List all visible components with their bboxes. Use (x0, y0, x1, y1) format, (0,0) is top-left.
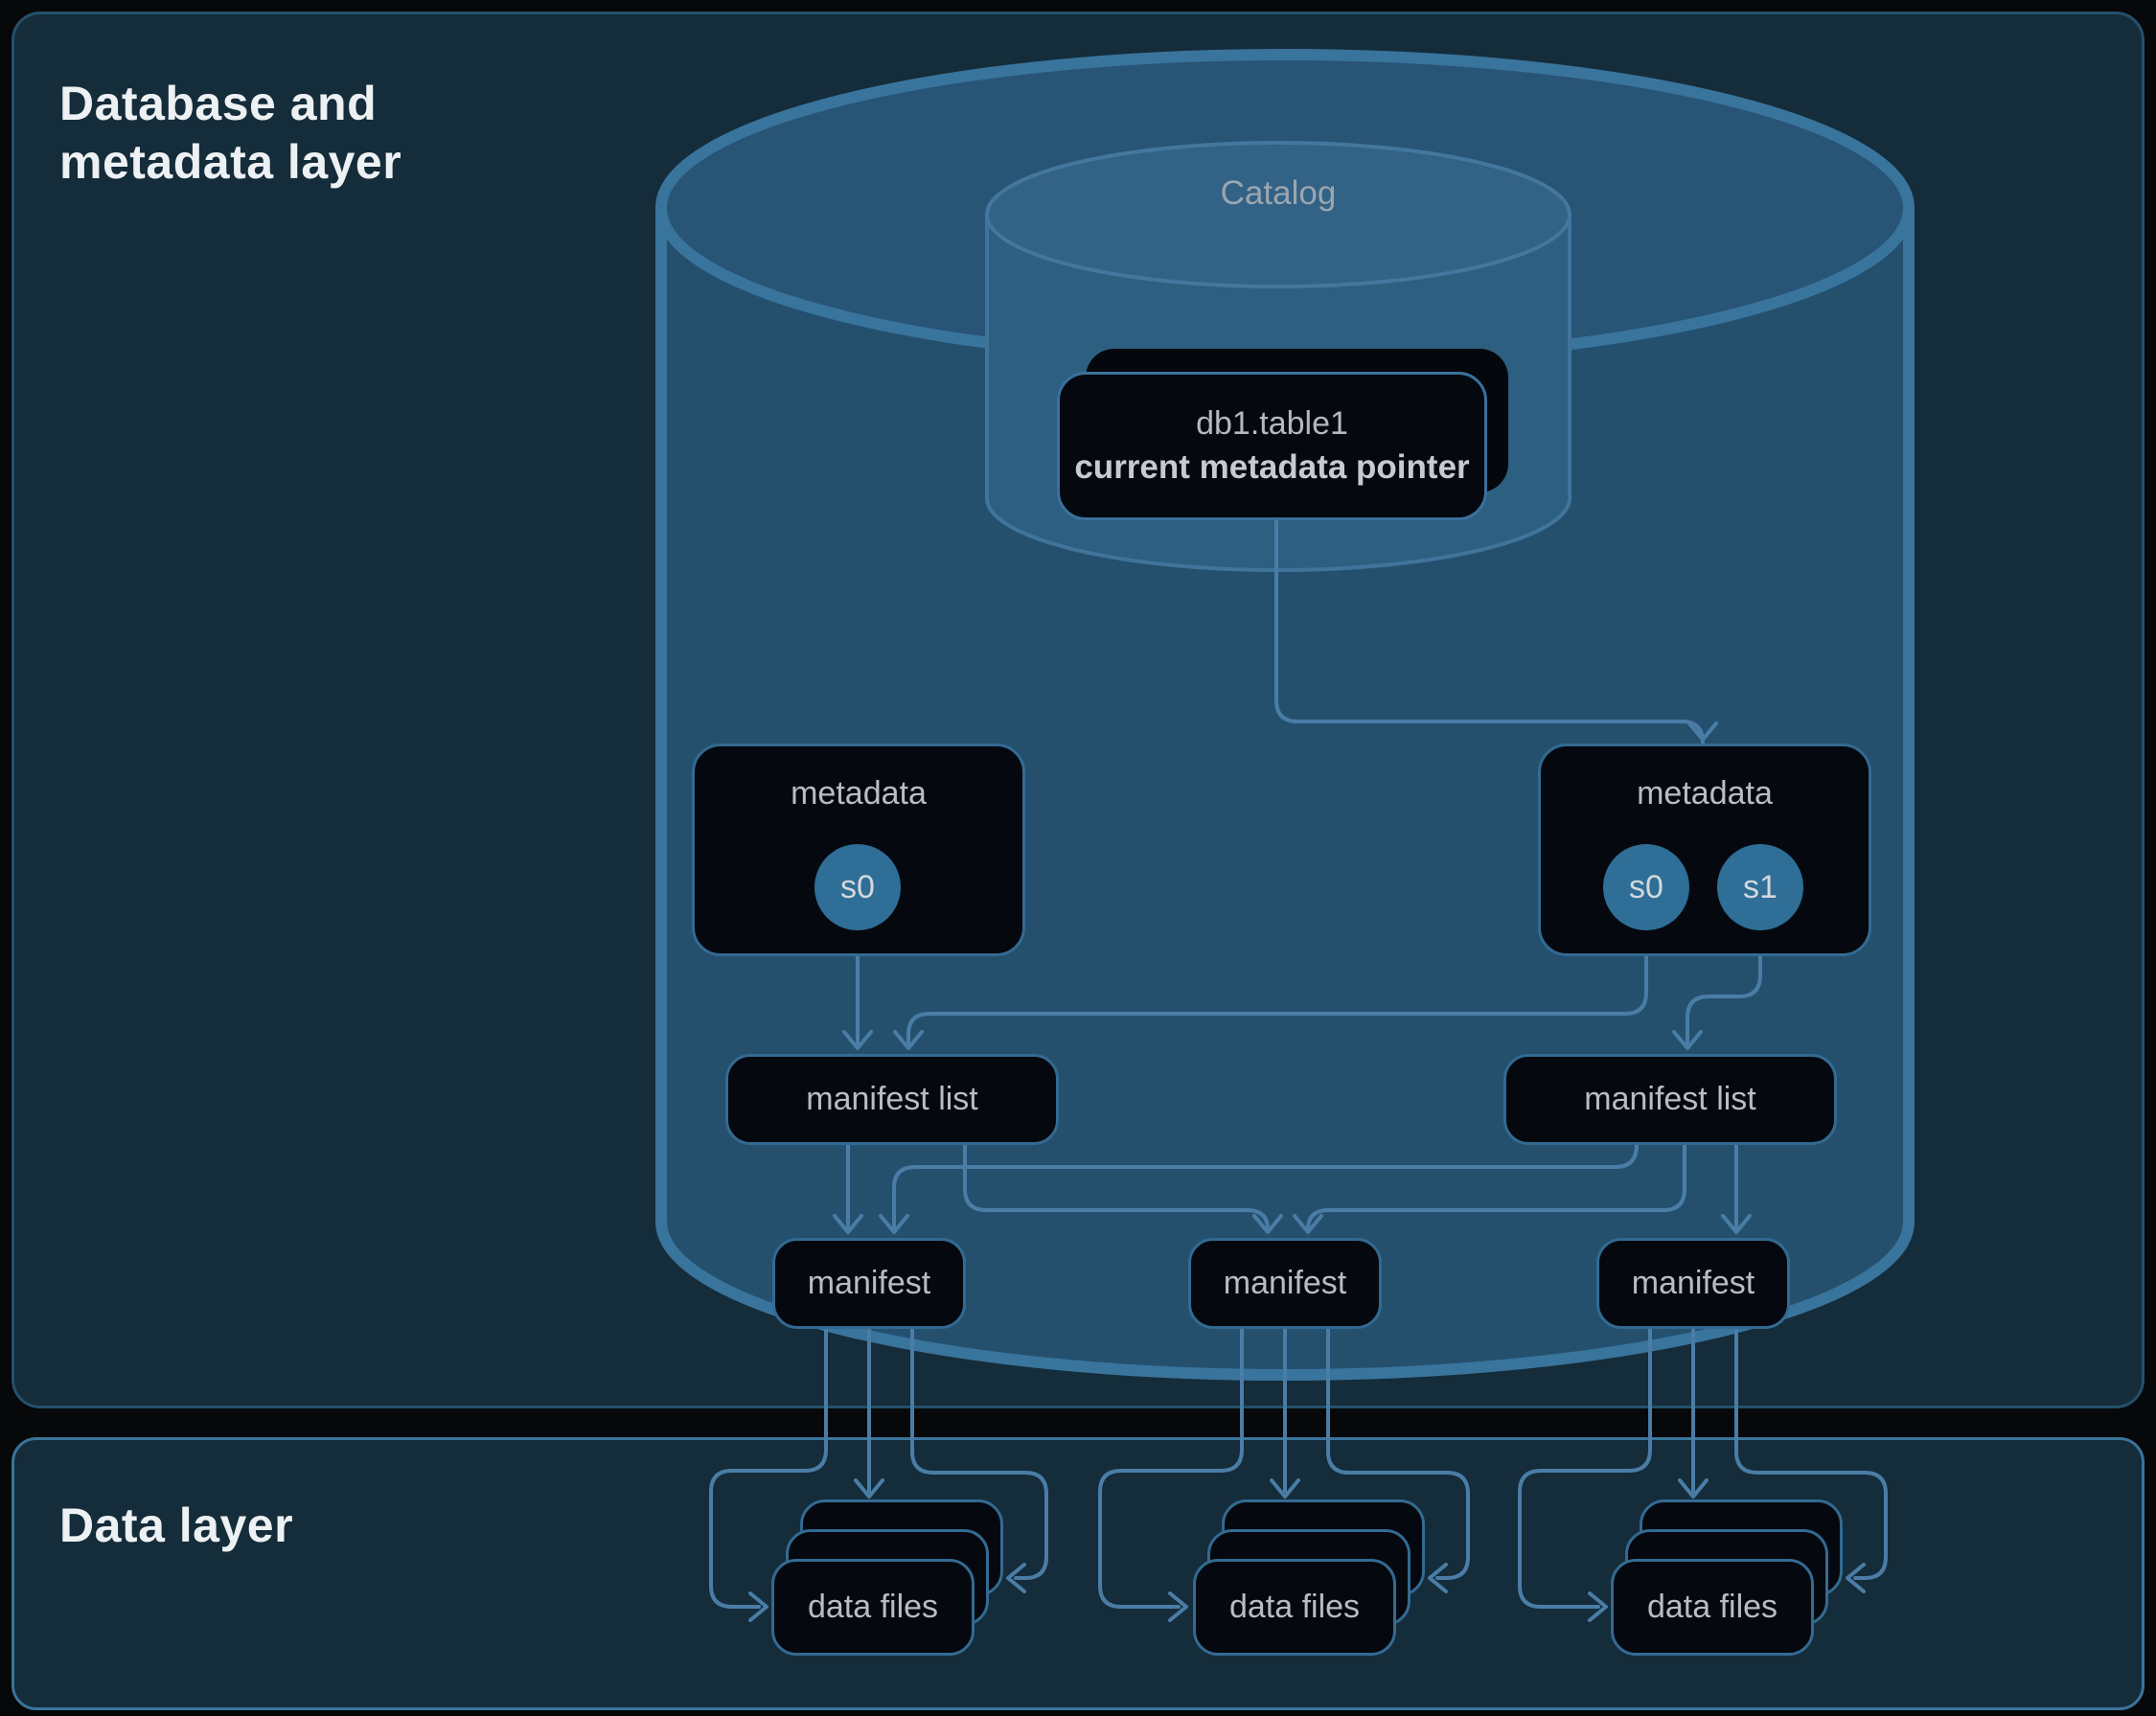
manifest-2-label: manifest (1223, 1265, 1347, 1301)
manifest-3-label: manifest (1631, 1265, 1755, 1301)
snapshot-s0-left: s0 (814, 844, 901, 930)
manifest-list-right-label: manifest list (1584, 1081, 1756, 1117)
conn-manifest-3-to-data-files-3-right (1734, 1327, 1888, 1593)
conn-manifest-2-to-data-files-2-mid (1270, 1327, 1300, 1499)
pointer-table-name: db1.table1 (1196, 405, 1348, 442)
conn-manifest-list-right-to-manifest-2 (1293, 1143, 1686, 1234)
conn-manifest-2-to-data-files-2-right (1326, 1327, 1470, 1593)
data-files-2: data files (1193, 1559, 1396, 1656)
catalog-cylinder-top (985, 141, 1571, 288)
conn-manifest-1-to-data-files-1-mid (854, 1327, 884, 1499)
metadata-file-left-label: metadata (791, 775, 927, 812)
snapshot-s0-right: s0 (1603, 844, 1689, 930)
manifest-list-left: manifest list (725, 1054, 1059, 1145)
conn-manifest-3-to-data-files-3-mid (1678, 1327, 1709, 1499)
data-files-1-label: data files (807, 1589, 939, 1625)
conn-manifest-1-to-data-files-1-right (910, 1327, 1048, 1593)
conn-manifest-list-right-to-manifest-1 (879, 1143, 1639, 1234)
manifest-list-right: manifest list (1503, 1054, 1837, 1145)
manifest-2: manifest (1188, 1238, 1382, 1329)
conn-manifest-list-left-to-manifest-2 (963, 1143, 1283, 1234)
manifest-list-left-label: manifest list (806, 1081, 978, 1117)
catalog-label: Catalog (1220, 174, 1337, 212)
data-layer-title: Data layer (59, 1499, 294, 1552)
metadata-file-right-label: metadata (1637, 775, 1773, 812)
conn-manifest-3-to-data-files-3-left (1518, 1327, 1652, 1622)
manifest-1-label: manifest (807, 1265, 931, 1301)
conn-manifest-2-to-data-files-2-left (1098, 1327, 1244, 1622)
data-files-3: data files (1611, 1559, 1814, 1656)
manifest-1: manifest (772, 1238, 966, 1329)
conn-manifest-list-left-to-manifest-1 (833, 1143, 863, 1234)
conn-s1-to-manifest-list-right (1672, 885, 1762, 1050)
data-files-3-label: data files (1646, 1589, 1778, 1625)
snapshot-s1: s1 (1717, 844, 1803, 930)
conn-s0-right-to-manifest-list-left (893, 885, 1648, 1050)
metadata-file-right: metadata (1538, 744, 1871, 956)
data-files-1: data files (771, 1559, 975, 1656)
conn-pointer-to-metadata-right (1274, 518, 1718, 744)
metadata-pointer-card: db1.table1 current metadata pointer (1057, 372, 1487, 520)
conn-manifest-list-right-to-manifest-3 (1721, 1143, 1752, 1234)
data-files-2-label: data files (1228, 1589, 1361, 1625)
metadata-layer-title: Database and metadata layer (59, 77, 402, 189)
conn-manifest-1-to-data-files-1-left (709, 1327, 828, 1622)
pointer-card-subtitle: current metadata pointer (1074, 448, 1470, 486)
manifest-3: manifest (1596, 1238, 1790, 1329)
